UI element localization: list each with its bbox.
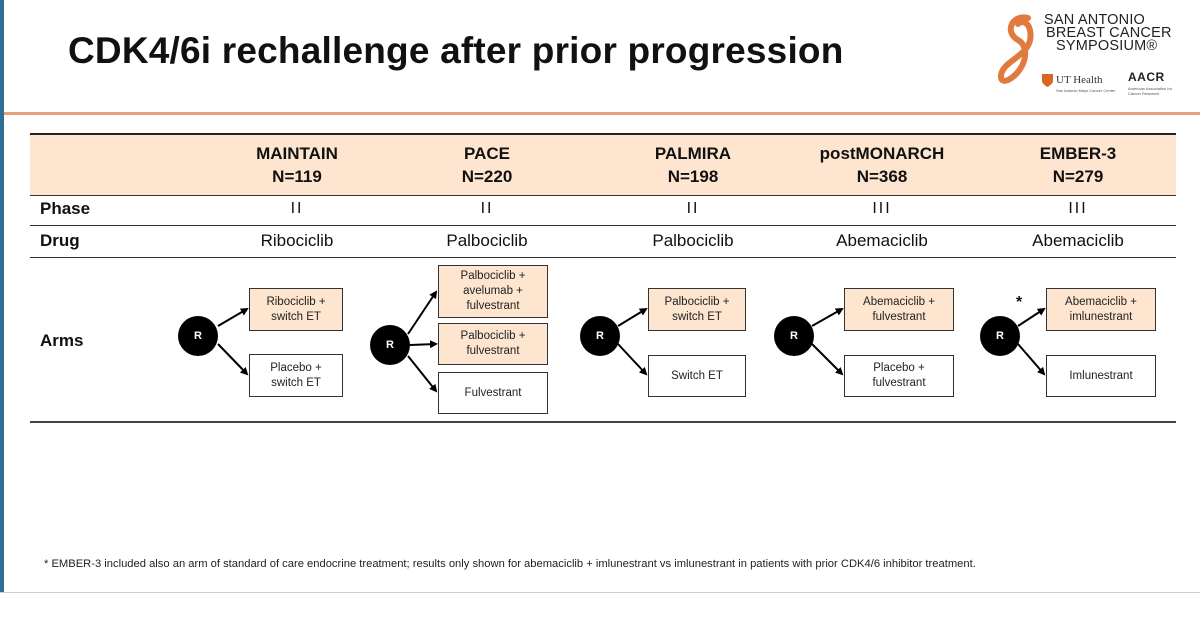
phase-cell: II — [290, 199, 304, 217]
sabcs-logo: SAN ANTONIO BREAST CANCER SYMPOSIUM® UT … — [992, 8, 1182, 104]
drug-cell: Abemaciclib — [1032, 231, 1124, 250]
arm-box: Abemaciclib + imlunestrant — [1046, 288, 1156, 331]
slide-bottom-edge — [0, 592, 1200, 593]
ut-shield-icon — [1042, 74, 1053, 87]
footnote: * EMBER-3 included also an arm of standa… — [44, 558, 976, 570]
randomization-circle: R — [980, 316, 1020, 356]
row-label-phase: Phase — [40, 199, 91, 218]
row-label-drug: Drug — [40, 231, 80, 250]
randomization-circle: R — [178, 316, 218, 356]
table-bottom-rule — [30, 421, 1176, 423]
randomization-circle: R — [774, 316, 814, 356]
arm-box: Palbociclib + fulvestrant — [438, 323, 548, 365]
randomization-circle: R — [580, 316, 620, 356]
ut-health-logo: UT Health — [1056, 74, 1103, 86]
left-accent-bar — [0, 0, 4, 592]
title-divider — [4, 112, 1200, 115]
arm-box: Abemaciclib + fulvestrant — [844, 288, 954, 331]
arm-box: Palbociclib + avelumab + fulvestrant — [438, 265, 548, 318]
drug-cell: Palbociclib — [652, 231, 734, 250]
ember3-asterisk: * — [1016, 294, 1023, 311]
arm-box: Palbociclib + switch ET — [648, 288, 746, 331]
phase-cell: III — [1068, 199, 1088, 217]
drug-cell: Palbociclib — [446, 231, 528, 250]
phase-cell: II — [686, 199, 700, 217]
table-rule — [30, 195, 1176, 196]
drug-cell: Abemaciclib — [836, 231, 928, 250]
row-label-arms: Arms — [40, 331, 84, 350]
phase-cell: III — [872, 199, 892, 217]
arm-box: Ribociclib + switch ET — [249, 288, 343, 331]
table-rule — [30, 225, 1176, 226]
sabcs-wordmark: SAN ANTONIO BREAST CANCER SYMPOSIUM® — [1044, 12, 1172, 54]
drug-cell: Ribociclib — [260, 231, 334, 250]
table-rule — [30, 257, 1176, 258]
aacr-subtitle: American Association for Cancer Research — [1128, 86, 1173, 96]
table-top-rule — [30, 133, 1176, 135]
ut-health-subtitle: San Antonio Mays Cancer Center — [1056, 88, 1116, 93]
randomization-circle: R — [370, 325, 410, 365]
sabcs-ribbon-icon — [998, 14, 1034, 84]
table-header-band — [30, 135, 1176, 195]
aacr-logo: AACR — [1128, 70, 1165, 84]
arm-box: Placebo + fulvestrant — [844, 355, 954, 397]
arm-box: Imlunestrant — [1046, 355, 1156, 397]
slide-title: CDK4/6i rechallenge after prior progress… — [68, 30, 844, 71]
phase-cell: II — [480, 199, 494, 217]
arm-box: Placebo + switch ET — [249, 354, 343, 397]
arm-box: Fulvestrant — [438, 372, 548, 414]
arm-box: Switch ET — [648, 355, 746, 397]
